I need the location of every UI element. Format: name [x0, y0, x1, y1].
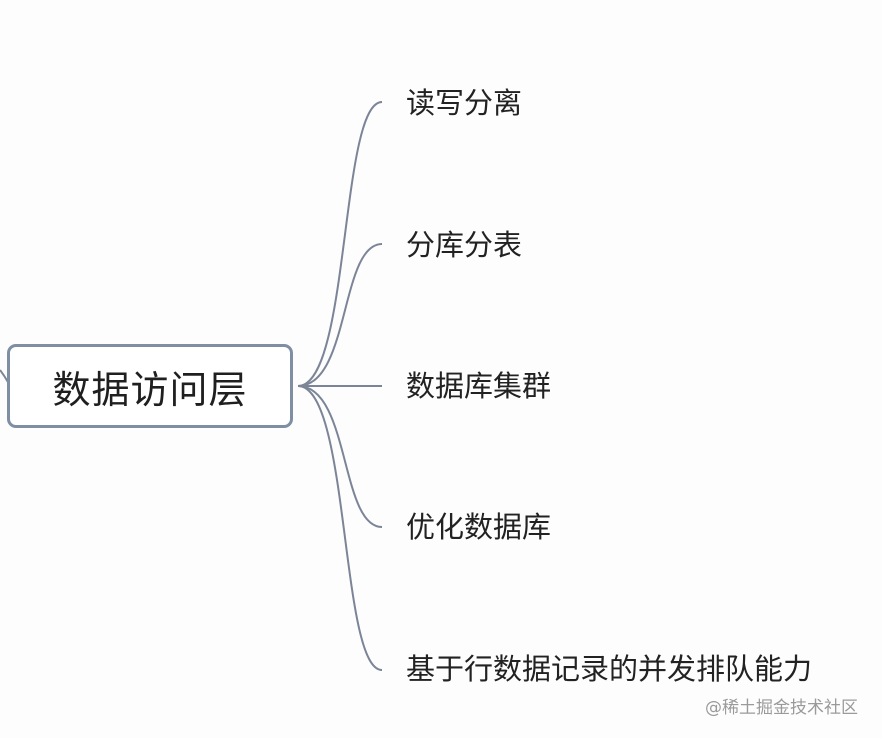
branch-node-sharding[interactable]: 分库分表 [406, 228, 523, 262]
connector-branch-5 [297, 385, 383, 671]
root-node[interactable]: 数据访问层 [7, 344, 293, 428]
branch-node-db-cluster[interactable]: 数据库集群 [406, 369, 552, 403]
root-node-label: 数据访问层 [52, 367, 248, 412]
connector-branch-2 [297, 243, 383, 387]
branch-node-read-write-split[interactable]: 读写分离 [406, 86, 523, 120]
connector-branch-4 [297, 385, 383, 528]
connector-branch-1 [297, 101, 383, 387]
branch-node-optimize-db[interactable]: 优化数据库 [406, 510, 552, 544]
watermark: @稀土掘金技术社区 [705, 698, 858, 718]
branch-node-row-queue[interactable]: 基于行数据记录的并发排队能力 [406, 652, 813, 686]
